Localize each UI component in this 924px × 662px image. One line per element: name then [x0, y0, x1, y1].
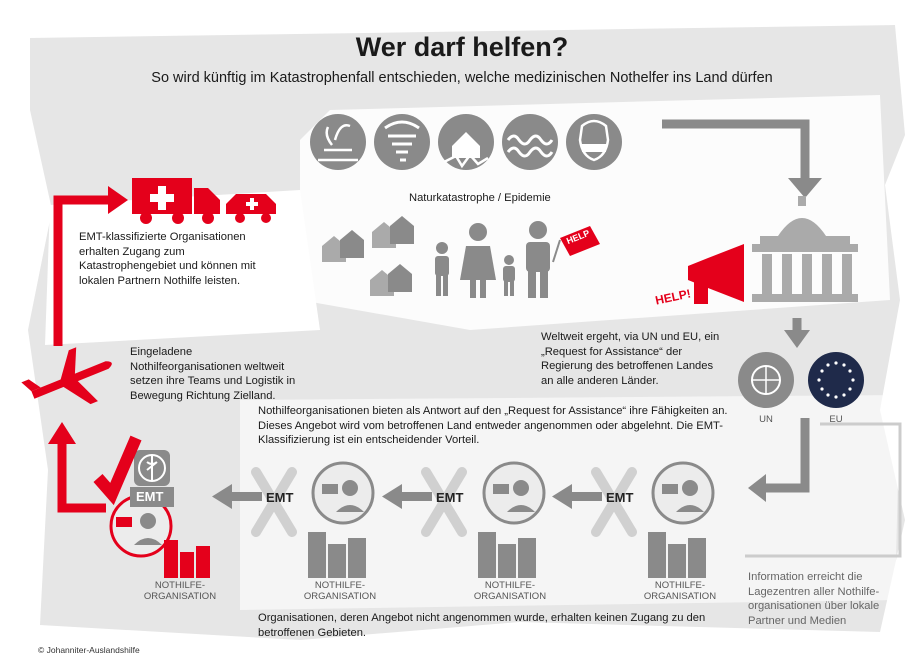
arrow-information [745, 422, 902, 558]
truck-icon [132, 178, 220, 224]
family-icon [435, 221, 561, 298]
epidemic-mask-icon [566, 114, 622, 170]
emt-badge [130, 487, 174, 507]
eu-icon [808, 352, 864, 408]
car-icon [226, 194, 276, 223]
damaged-houses-icon [322, 216, 414, 296]
red-loop-arrow [57, 440, 106, 513]
government-building-icon [752, 196, 858, 302]
page-title: Wer darf helfen? [355, 32, 569, 62]
org-operator-3 [311, 461, 375, 525]
org-label: NOTHILFE-ORGANISATION [143, 580, 217, 602]
eu-label: EU [829, 414, 843, 425]
megaphone-icon [688, 244, 744, 304]
emt-label: EMT [436, 490, 464, 505]
who-emblem-icon [134, 450, 170, 486]
invited-organisations-text: Eingeladene Nothilfeorganisationen weltw… [130, 346, 296, 402]
org-label: NOTHILFE-ORGANISATION [473, 580, 547, 602]
earthquake-icon [438, 114, 494, 170]
org-label: NOTHILFE-ORGANISATION [303, 580, 377, 602]
help-flag [560, 226, 600, 256]
airplane-icon [21, 347, 112, 405]
flood-icon [502, 114, 558, 170]
emt-label: EMT [606, 490, 634, 505]
checkmark-icon [93, 435, 142, 506]
disaster-label: Naturkatastrophe / Epidemie [409, 192, 551, 204]
page-subtitle: So wird künftig im Katastrophenfall ents… [151, 70, 773, 86]
information-text: Information erreicht die Lagezentren all… [748, 571, 880, 627]
copyright: © Johanniter-Auslandshilfe [38, 645, 140, 655]
org-label: NOTHILFE-ORGANISATION [643, 580, 717, 602]
emt-badge-label: EMT [136, 489, 164, 504]
emt-label: EMT [266, 490, 294, 505]
un-label: UN [759, 414, 773, 425]
arrow-disaster-to-government [662, 119, 810, 182]
org-operator-1 [651, 461, 715, 525]
org-operator-2 [482, 461, 546, 525]
request-for-assistance-text: Weltweit ergeht, via UN und EU, ein „Req… [541, 331, 720, 387]
reject-cross-icon [251, 467, 637, 537]
rejected-organisations-text: Organisationen, deren Angebot nicht ange… [258, 612, 706, 639]
offer-text: Nothilfeorganisationen bieten als Antwor… [258, 405, 728, 446]
tornado-icon [374, 114, 430, 170]
org-building-icon [308, 532, 706, 578]
un-icon [738, 352, 794, 408]
drought-icon [310, 114, 366, 170]
org-building-red-icon [164, 540, 210, 578]
emt-classified-text: EMT-klassifizierte Organisationen erhalt… [79, 231, 256, 287]
arrow-un-eu-to-offers [762, 418, 810, 493]
